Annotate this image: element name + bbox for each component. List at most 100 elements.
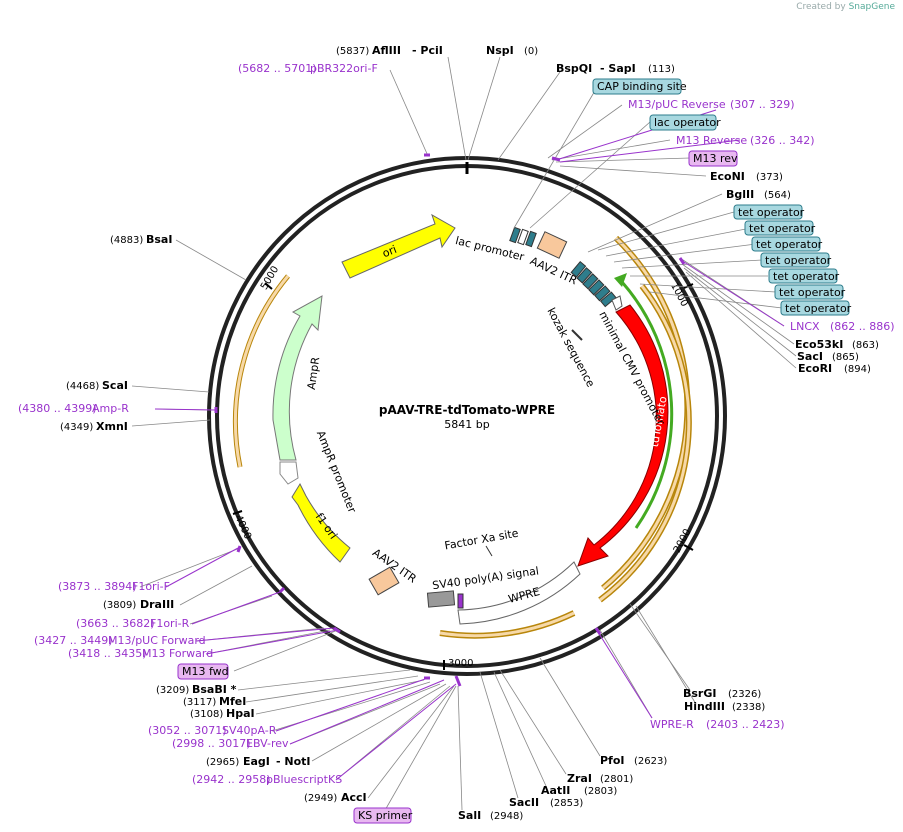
svg-text:tet operator: tet operator [738,206,805,219]
box-cap-binding-site[interactable]: CAP binding site [592,78,687,95]
aav2-itr-top[interactable] [536,231,568,259]
label-m13puc-reverse[interactable]: M13/pUC Reverse (307 .. 329) [628,98,795,111]
label-accI[interactable]: (2949) AccI [304,791,367,804]
svg-text:(564): (564) [764,190,791,201]
label-nspI[interactable]: NspI (0) [486,44,538,57]
ampr-feature[interactable] [272,295,323,461]
svg-text:tet operator: tet operator [756,238,823,251]
lac-promoter-blocks[interactable] [509,226,537,248]
label-mfeI[interactable]: (3117) MfeI [183,695,246,708]
svg-text:tet operator: tet operator [773,270,840,283]
label-bglII[interactable]: BglII (564) [726,188,791,201]
minimal-cmv-arc [620,281,674,529]
svg-text:(326 .. 342): (326 .. 342) [750,134,815,147]
kozak-label: kozak sequence [544,306,597,390]
box-tet-operator-5[interactable]: tet operator [768,268,840,284]
box-tet-operator-7[interactable]: tet operator [780,300,852,316]
label-bspQI[interactable]: BspQI - SapI (113) [556,62,675,75]
label-pfoI[interactable]: PfoI (2623) [600,754,667,767]
label-xmnI[interactable]: (4349) XmnI [60,420,128,433]
box-tet-operator-6[interactable]: tet operator [774,284,846,300]
label-eco53kI[interactable]: Eco53kI (863) [795,338,879,351]
box-m13-fwd[interactable]: M13 fwd [177,663,229,680]
tdtomato-feature[interactable] [577,304,669,567]
svg-text:(3052 .. 3071): (3052 .. 3071) [148,724,227,737]
label-bsaBI[interactable]: (3209) BsaBI * [156,683,237,696]
box-tet-operator-3[interactable]: tet operator [751,236,823,252]
svg-text:(3209): (3209) [156,685,189,696]
label-f1ori-r[interactable]: (3663 .. 3682) F1ori-R [76,617,190,630]
svg-text:(2853): (2853) [550,798,583,809]
label-draIII[interactable]: (3809) DraIII [103,598,174,611]
label-bsaI[interactable]: (4883) BsaI [110,233,172,246]
box-tet-operator-2[interactable]: tet operator [744,220,816,236]
box-m13-rev[interactable]: M13 rev [688,150,738,167]
box-lac-operator[interactable]: lac operator [649,114,721,131]
label-bsrGI[interactable]: BsrGI (2326) [683,687,761,700]
wpre-feature[interactable] [457,561,581,625]
box-ks-primer[interactable]: KS primer [353,807,413,824]
label-m13puc-forward[interactable]: (3427 .. 3449) M13/pUC Forward [34,634,206,647]
svg-text:(2965): (2965) [206,757,239,768]
label-ebv-rev[interactable]: (2998 .. 3017) EBV-rev [172,737,289,750]
svg-text:BsrGI: BsrGI [683,687,716,700]
label-wpre-r[interactable]: WPRE-R (2403 .. 2423) [650,718,785,731]
svg-text:EcoRI: EcoRI [798,362,832,375]
label-m13-reverse[interactable]: M13 Reverse (326 .. 342) [676,134,815,147]
label-pbr322ori-f[interactable]: (5682 .. 5701) pBR322ori-F [238,62,378,75]
svg-text:AccI: AccI [341,791,367,804]
label-lncx[interactable]: LNCX (862 .. 886) [790,320,895,333]
svg-text:MfeI: MfeI [219,695,246,708]
svg-text:lac operator: lac operator [654,116,721,129]
svg-text:(3663 .. 3682): (3663 .. 3682) [76,617,155,630]
label-salI[interactable]: SalI (2948) [458,809,523,822]
label-m13-forward[interactable]: (3418 .. 3435) M13 Forward [68,647,213,660]
label-scaI[interactable]: (4468) ScaI [66,379,128,392]
svg-text:(3117): (3117) [183,697,216,708]
label-aatII[interactable]: AatII (2803) [541,784,617,797]
svg-text:(3418 .. 3435): (3418 .. 3435) [68,647,147,660]
label-sacI[interactable]: SacI (865) [797,350,859,363]
svg-text:- NotI: - NotI [276,755,311,768]
label-amp-r[interactable]: (4380 .. 4399) Amp-R [18,402,129,415]
label-ecoRI[interactable]: EcoRI (894) [798,362,871,375]
svg-text:EBV-rev: EBV-rev [246,737,289,750]
ori-feature[interactable] [341,213,456,279]
label-ecoNI[interactable]: EcoNI (373) [710,170,783,183]
svg-text:M13/pUC Forward: M13/pUC Forward [108,634,206,647]
svg-text:(2942 .. 2958): (2942 .. 2958) [192,773,271,786]
svg-text:NspI: NspI [486,44,514,57]
svg-text:M13 Forward: M13 Forward [142,647,213,660]
label-eagI[interactable]: (2965) EagI - NotI [206,755,311,768]
label-f1ori-f[interactable]: (3873 .. 3894) F1ori-F [58,580,170,593]
svg-text:ZraI: ZraI [567,772,592,785]
svg-text:(5837): (5837) [336,46,369,57]
label-sacII[interactable]: SacII (2853) [509,796,583,809]
label-hpaI[interactable]: (3108) HpaI [190,707,255,720]
label-pbluescriptks[interactable]: (2942 .. 2958) pBluescriptKS [192,773,342,786]
box-tet-operator-4[interactable]: tet operator [760,252,832,268]
svg-text:CAP binding site: CAP binding site [597,80,687,93]
svg-text:(894): (894) [844,364,871,375]
svg-text:pBR322ori-F: pBR322ori-F [310,62,378,75]
svg-text:M13 Reverse: M13 Reverse [676,134,747,147]
svg-text:tet operator: tet operator [765,254,832,267]
label-hindIII[interactable]: HindIII (2338) [684,700,765,713]
label-zraI[interactable]: ZraI (2801) [567,772,633,785]
aav2-itr-bottom[interactable] [368,566,400,596]
svg-text:(2948): (2948) [490,811,523,822]
svg-text:(2949): (2949) [304,793,337,804]
f1-ori-feature[interactable] [291,482,351,563]
label-sv40pa-r[interactable]: (3052 .. 3071) SV40pA-R [148,724,277,737]
label-aflIII[interactable]: (5837) AflIII - PciI [336,44,443,57]
box-tet-operator-1[interactable]: tet operator [733,204,805,220]
ampr-promoter-arrow [279,461,299,485]
sv40-polya-feature[interactable] [426,590,456,608]
factor-xa-label: Factor Xa site [444,527,520,553]
svg-text:(2801): (2801) [600,774,633,785]
svg-text:(863): (863) [852,340,879,351]
tet-operator-blocks[interactable] [570,261,623,311]
svg-text:DraIII: DraIII [140,598,174,611]
kozak-mark [571,329,583,341]
svg-text:(4468): (4468) [66,381,99,392]
